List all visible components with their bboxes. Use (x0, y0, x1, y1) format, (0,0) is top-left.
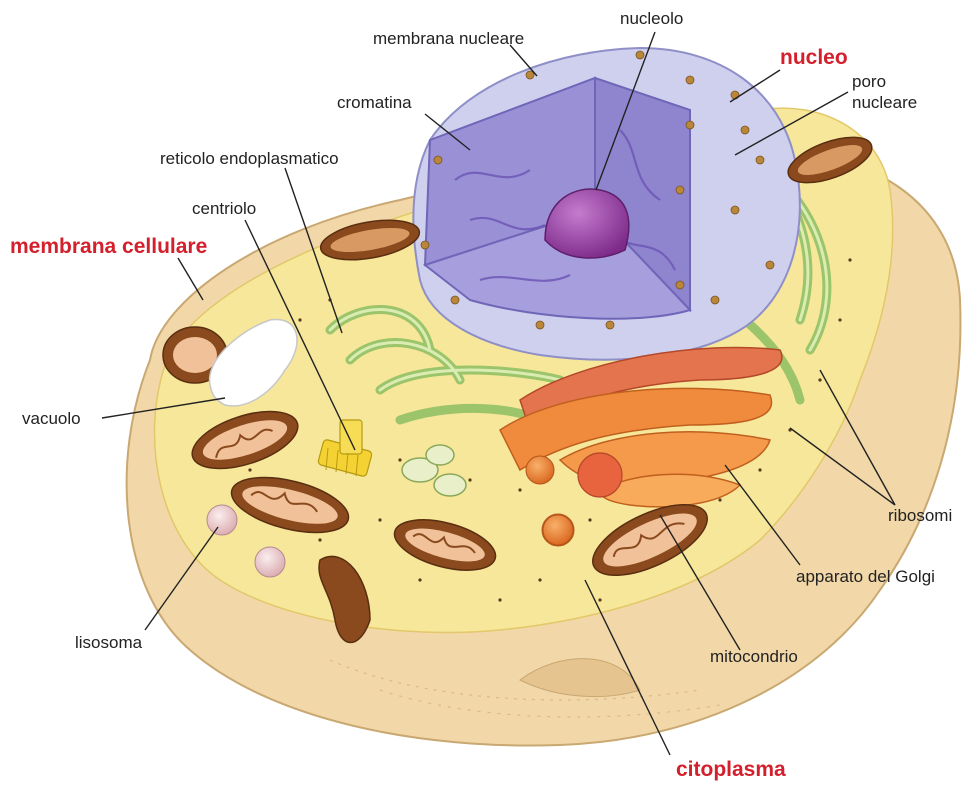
label-lisosoma: lisosoma (75, 633, 143, 652)
label-ribosomi: ribosomi (888, 506, 952, 525)
label-poro-nucleare-line1: poro (852, 72, 886, 91)
lysosome (255, 547, 285, 577)
label-poro-nucleare-line2: nucleare (852, 93, 917, 112)
label-vacuolo: vacuolo (22, 409, 81, 428)
label-nucleolo: nucleolo (620, 9, 683, 28)
lysosome (207, 505, 237, 535)
leader-membrana-cellulare (178, 258, 203, 300)
label-membrana-nucleare: membrana nucleare (373, 29, 524, 48)
label-membrana-cellulare: membrana cellulare (10, 235, 207, 258)
label-mitocondrio: mitocondrio (710, 647, 798, 666)
label-citoplasma: citoplasma (676, 758, 786, 781)
vesicle (543, 515, 573, 545)
label-cromatina: cromatina (337, 93, 412, 112)
label-reticolo-endoplasmatico: reticolo endoplasmatico (160, 149, 339, 168)
label-centriolo: centriolo (192, 199, 256, 218)
label-nucleo: nucleo (780, 46, 848, 69)
label-apparato-del-golgi: apparato del Golgi (796, 567, 935, 586)
